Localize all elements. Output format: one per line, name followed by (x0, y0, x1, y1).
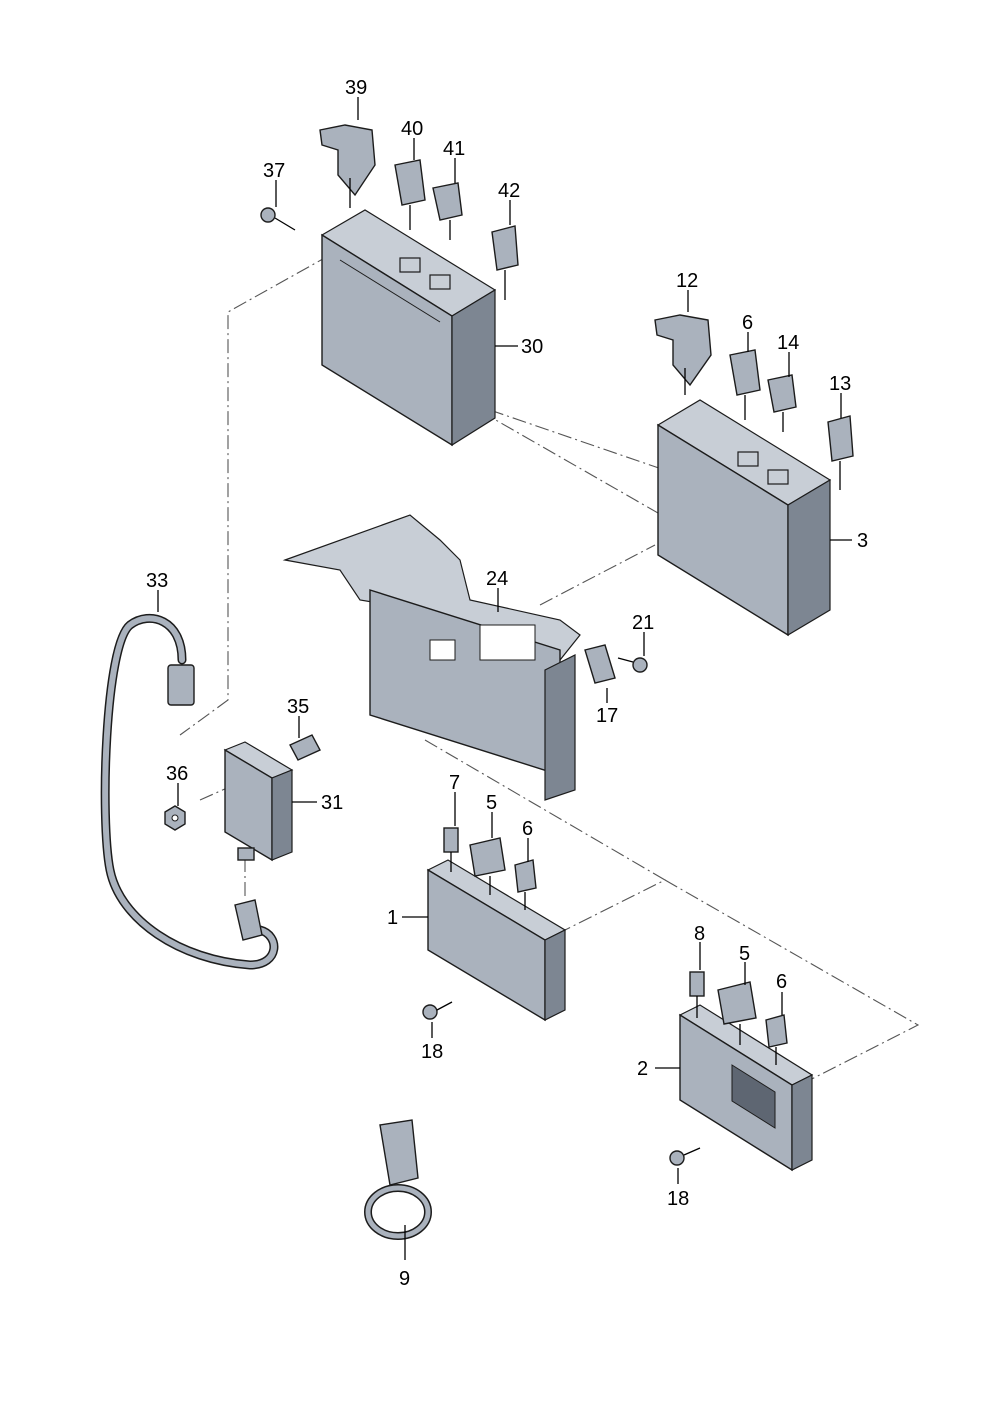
antenna-module-31 (223, 741, 294, 862)
connector-12 (654, 314, 712, 395)
screw-18-bottom (669, 1147, 701, 1166)
callout-36: 36 (166, 763, 188, 785)
callout-6-mid: 6 (522, 818, 533, 840)
connector-8 (689, 971, 705, 1018)
bracket-24 (282, 514, 581, 801)
callout-39: 39 (345, 77, 367, 99)
callout-8: 8 (694, 923, 705, 945)
callout-6-bottom: 6 (776, 971, 787, 993)
callout-40: 40 (401, 118, 423, 140)
callout-18-mid: 18 (421, 1041, 443, 1063)
connector-42 (491, 225, 519, 300)
screw-18-mid (422, 1001, 453, 1020)
callout-21: 21 (632, 612, 654, 634)
control-unit-1 (426, 859, 567, 1022)
callout-30: 30 (521, 336, 543, 358)
callout-5-mid: 5 (486, 792, 497, 814)
callout-24: 24 (486, 568, 508, 590)
callout-41: 41 (443, 138, 465, 160)
connector-6-mid (514, 859, 537, 910)
control-unit-2 (678, 1004, 814, 1172)
callout-13: 13 (829, 373, 851, 395)
callout-42: 42 (498, 180, 520, 202)
leader-lines (157, 97, 852, 1260)
cable-33 (100, 613, 279, 970)
screw-21 (617, 657, 648, 673)
connector-40 (394, 159, 426, 230)
callout-17: 17 (596, 705, 618, 727)
connector-9 (364, 1119, 432, 1240)
control-unit-30 (320, 209, 497, 447)
connector-14 (767, 374, 797, 432)
connector-5-mid (469, 837, 506, 895)
connector-39 (319, 124, 376, 208)
screw-37 (260, 207, 296, 231)
connector-41 (432, 182, 463, 240)
callout-18-bottom: 18 (667, 1188, 689, 1210)
callout-6-top: 6 (742, 312, 753, 334)
control-unit-3 (656, 399, 832, 637)
connector-6-top (729, 349, 761, 420)
callout-5-bottom: 5 (739, 943, 750, 965)
callout-35: 35 (287, 696, 309, 718)
callout-14: 14 (777, 332, 799, 354)
callout-9: 9 (399, 1268, 410, 1290)
connector-13 (827, 415, 854, 490)
connector-5-bottom (717, 981, 757, 1045)
callout-7: 7 (449, 772, 460, 794)
callout-31: 31 (321, 792, 343, 814)
callouts: 39 40 41 37 42 30 12 6 14 13 3 33 24 21 … (146, 77, 868, 1290)
connector-7 (443, 827, 459, 872)
nut-36 (164, 805, 186, 831)
callout-33: 33 (146, 570, 168, 592)
connector-6-bottom (765, 1014, 788, 1065)
assembly-lines (179, 254, 920, 1086)
callout-37: 37 (263, 160, 285, 182)
callout-2: 2 (637, 1058, 648, 1080)
callout-1: 1 (387, 907, 398, 929)
bolt-35 (289, 734, 321, 761)
callout-3: 3 (857, 530, 868, 552)
clip-17 (584, 644, 616, 684)
callout-12: 12 (676, 270, 698, 292)
